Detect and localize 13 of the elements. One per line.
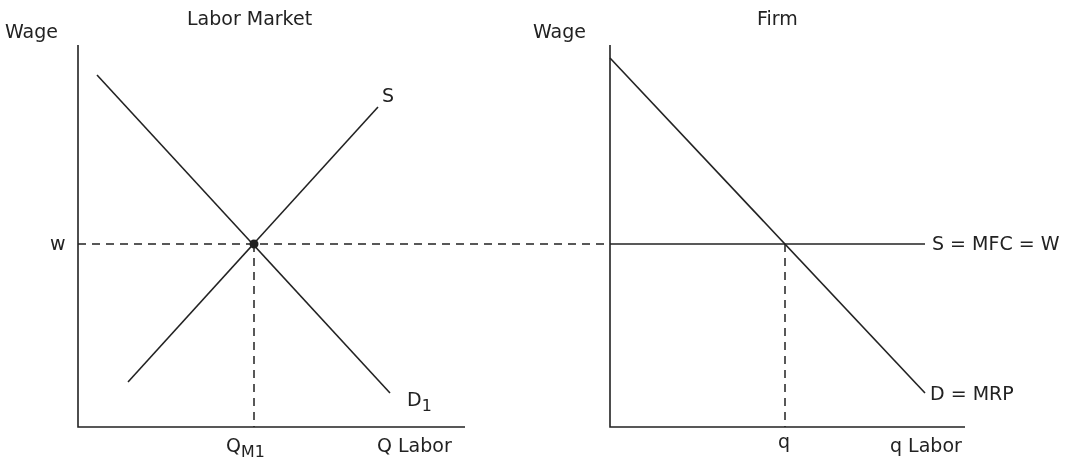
curve-label: S = MFC = W	[932, 232, 1060, 255]
axis-label: q Labor	[890, 434, 962, 457]
axis-label: w	[50, 232, 66, 255]
chart-title: Labor Market	[187, 7, 313, 30]
axis-label: q	[778, 430, 791, 453]
axis-label: Wage	[533, 20, 586, 43]
curve-label: D$_{1}$	[407, 388, 432, 415]
curve-label: D = MRP	[930, 382, 1014, 405]
axis-label: Q Labor	[377, 434, 452, 457]
axis-label: Wage	[5, 20, 58, 43]
axis-label: Q$_{M1}$	[226, 434, 265, 461]
curve-label: S	[382, 84, 395, 107]
chart-title: Firm	[757, 7, 798, 30]
